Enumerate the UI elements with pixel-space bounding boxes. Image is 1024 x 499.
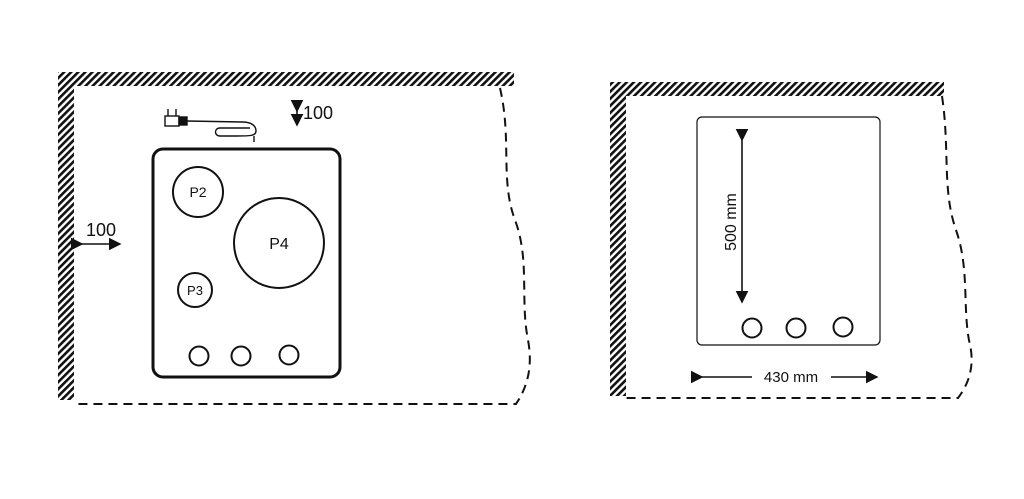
left-panel: 100 100 P2 P4 P3 [58, 72, 531, 405]
wall-left-hatch-right [610, 82, 626, 396]
burner-p2: P2 [172, 166, 224, 218]
burner-p4-label: P4 [269, 236, 289, 253]
right-panel: 500 mm 430 mm [610, 82, 973, 399]
power-plug-icon [164, 109, 257, 142]
burner-p3: P3 [177, 272, 213, 308]
control-knob-1 [188, 345, 210, 367]
worktop-dashed-outline [74, 87, 531, 405]
burner-p3-label: P3 [187, 283, 203, 298]
wall-left-hatch [58, 72, 74, 400]
hob-outline [151, 147, 342, 379]
wall-top-hatch-right [610, 82, 944, 96]
control-knob-3 [278, 344, 300, 366]
burner-p4: P4 [233, 197, 325, 289]
width-dimension-label: 430 mm [764, 369, 818, 386]
height-dimension-label: 500 mm [723, 193, 740, 251]
wall-top-hatch [58, 72, 514, 86]
clearance-top-label: 100 [303, 103, 333, 123]
worktop-dashed-outline-right [626, 95, 973, 399]
control-knob-right-3 [832, 316, 854, 338]
burner-p2-label: P2 [189, 184, 206, 200]
clearance-side-label: 100 [86, 220, 116, 240]
control-knob-right-2 [785, 317, 807, 339]
control-knob-2 [230, 345, 252, 367]
control-knob-right-1 [741, 317, 763, 339]
